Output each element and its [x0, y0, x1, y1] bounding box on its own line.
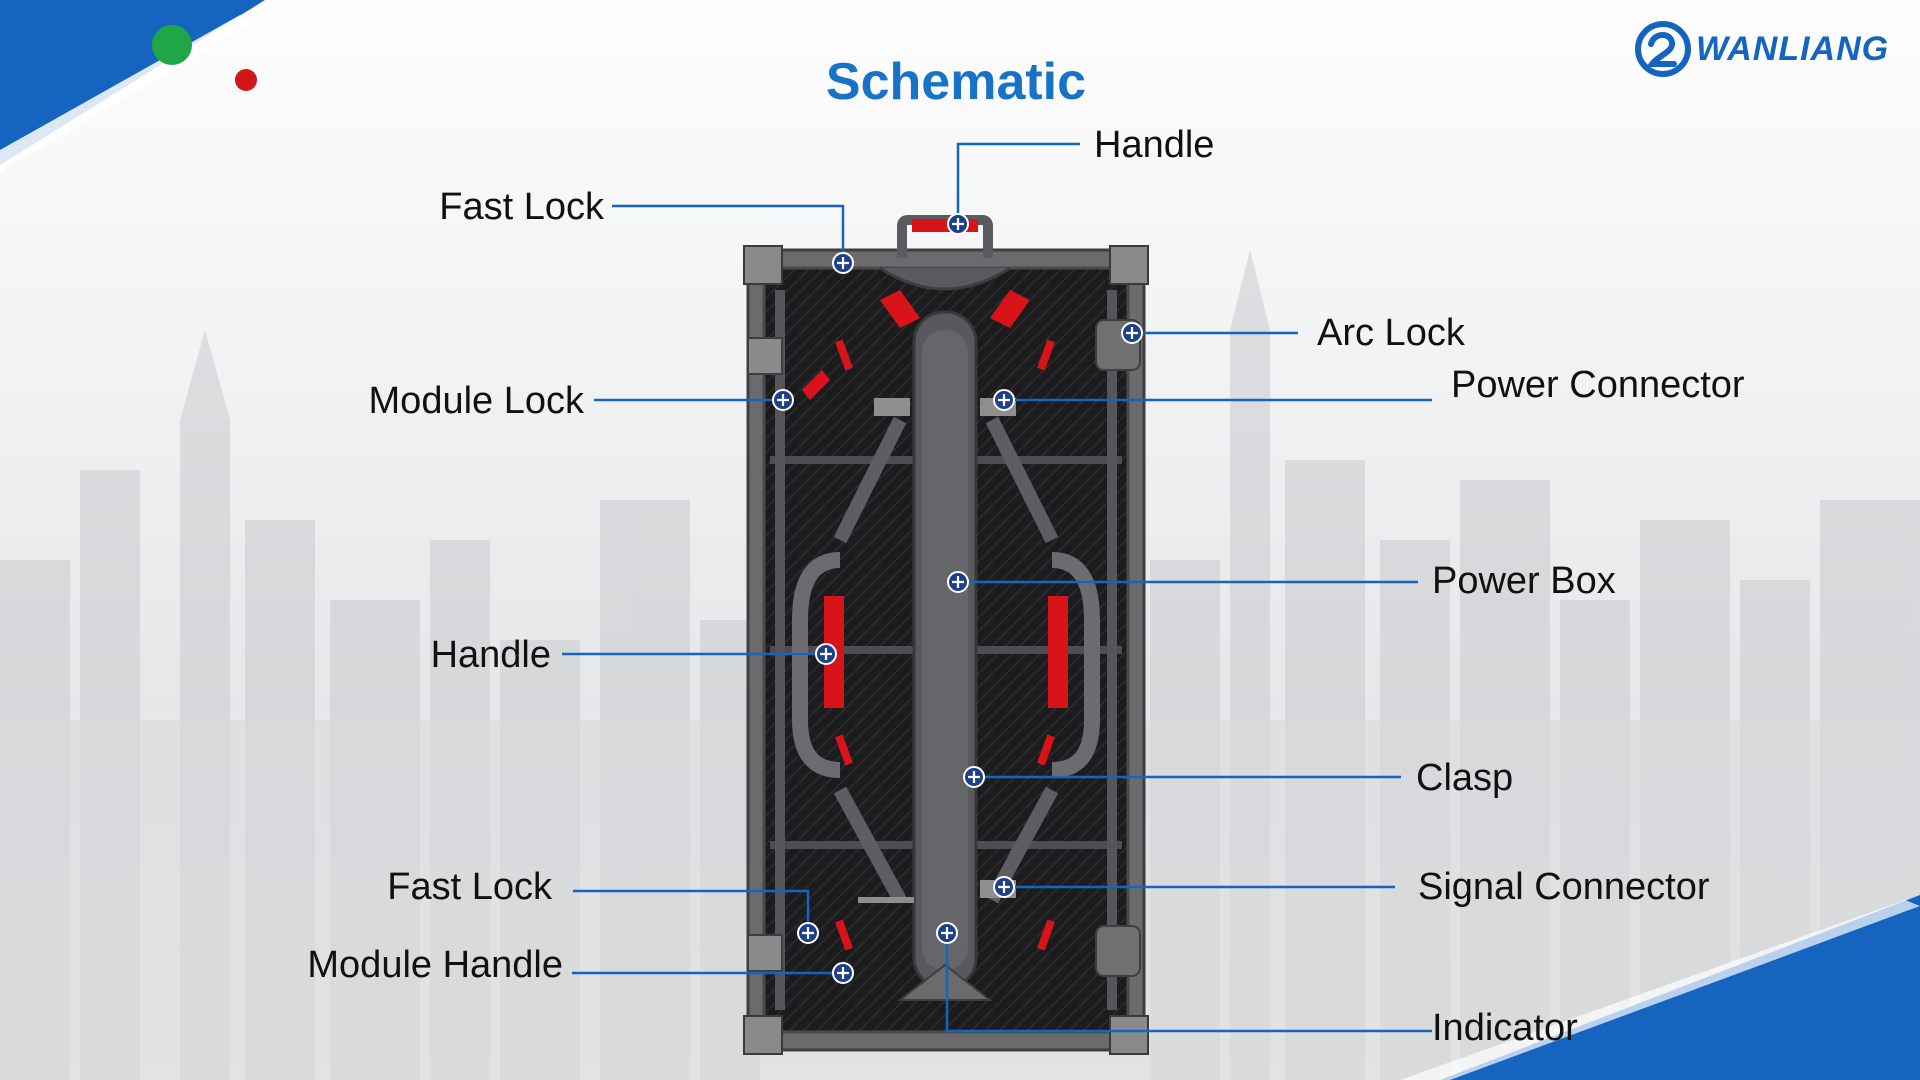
pin-fast-lock-top-icon — [831, 251, 855, 275]
label-fast-lock-top: Fast Lock — [439, 186, 604, 228]
corner-decoration-top-left — [0, 0, 265, 172]
brand-logo: WANLIANG — [1634, 20, 1889, 78]
pin-handle-top-icon — [946, 212, 970, 236]
brand-logo-icon — [1635, 21, 1691, 77]
label-indicator: Indicator — [1432, 1007, 1578, 1049]
pin-fast-lock-bottom-icon — [796, 921, 820, 945]
green-dot — [152, 25, 192, 65]
pin-handle-side-icon — [814, 642, 838, 666]
pin-arc-lock-icon — [1120, 321, 1144, 345]
label-handle-top: Handle — [1094, 124, 1215, 166]
page-title: Schematic — [825, 53, 1087, 111]
leader-indicator — [945, 933, 1432, 1033]
label-power-box: Power Box — [1432, 560, 1616, 602]
label-module-lock: Module Lock — [368, 380, 584, 422]
label-signal-connector: Signal Connector — [1418, 866, 1710, 908]
pin-power-box-icon — [946, 570, 970, 594]
pin-signal-connector-icon — [992, 875, 1016, 899]
leader-lines — [562, 142, 1432, 1033]
pin-clasp-icon — [962, 765, 986, 789]
leader-handle-top — [956, 142, 1080, 224]
leader-fast-lock-bottom — [573, 889, 810, 933]
label-clasp: Clasp — [1416, 757, 1514, 799]
pin-power-connector-icon — [992, 388, 1016, 412]
red-dot — [235, 69, 257, 91]
leader-fast-lock-top — [612, 204, 845, 263]
pin-module-lock-icon — [771, 388, 795, 412]
label-arc-lock: Arc Lock — [1317, 312, 1465, 354]
label-module-handle: Module Handle — [307, 944, 563, 986]
pin-indicator-icon — [935, 921, 959, 945]
label-handle-side: Handle — [430, 634, 551, 676]
brand-name: WANLIANG — [1696, 29, 1890, 68]
label-fast-lock-bottom: Fast Lock — [387, 866, 552, 908]
label-power-connector: Power Connector — [1451, 364, 1745, 406]
pin-module-handle-icon — [831, 961, 855, 985]
led-cabinet — [743, 215, 1149, 1055]
